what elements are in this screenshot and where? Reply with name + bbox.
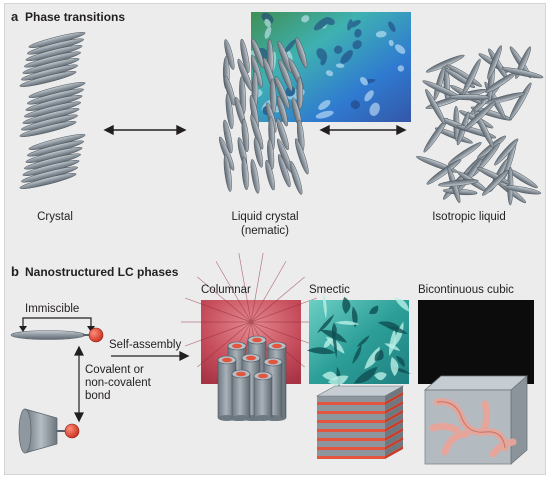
transition-arrow-left: [103, 124, 187, 136]
isotropic-liquid-label: Isotropic liquid: [432, 211, 506, 223]
crystal-label: Crystal: [37, 211, 73, 223]
cone-amphiphile: [18, 408, 80, 454]
columnar-model: [217, 335, 287, 421]
panel-a-title: Phase transitions: [25, 10, 126, 24]
cubic-texture: [418, 300, 534, 384]
self-assembly-arrow: [111, 350, 190, 362]
self-assembly-label: Self-assembly: [109, 339, 182, 351]
figure-panel: a Phase transitions Crystal Liquid cryst…: [4, 3, 546, 475]
panel-b-title: Nanostructured LC phases: [25, 265, 179, 279]
immiscible-bracket: [19, 317, 95, 332]
smectic-label: Smectic: [309, 284, 350, 296]
bond-arrow: [74, 345, 84, 423]
panel-a-letter: a: [11, 9, 19, 24]
liquid-crystal-label: Liquid crystal: [231, 211, 299, 223]
bond-label-line2: non-covalent: [85, 377, 151, 389]
smectic-model: [315, 385, 405, 459]
immiscible-label: Immiscible: [25, 303, 80, 315]
bicontinuous-cubic-label: Bicontinuous cubic: [418, 284, 514, 296]
smectic-texture: [306, 291, 411, 388]
crystal-rods: [19, 32, 86, 189]
nematic-rods: [218, 37, 309, 195]
columnar-label: Columnar: [201, 284, 251, 296]
figure-art: [10, 12, 544, 465]
transition-arrow-right: [319, 124, 407, 136]
bond-label-line1: Covalent or: [85, 364, 144, 376]
panel-b-letter: b: [11, 264, 19, 279]
nematic-label: (nematic): [241, 225, 289, 237]
bond-label-line3: bond: [85, 390, 111, 402]
isotropic-rods: [416, 45, 544, 206]
rod-amphiphile: [10, 327, 104, 343]
cubic-model: [423, 375, 529, 465]
